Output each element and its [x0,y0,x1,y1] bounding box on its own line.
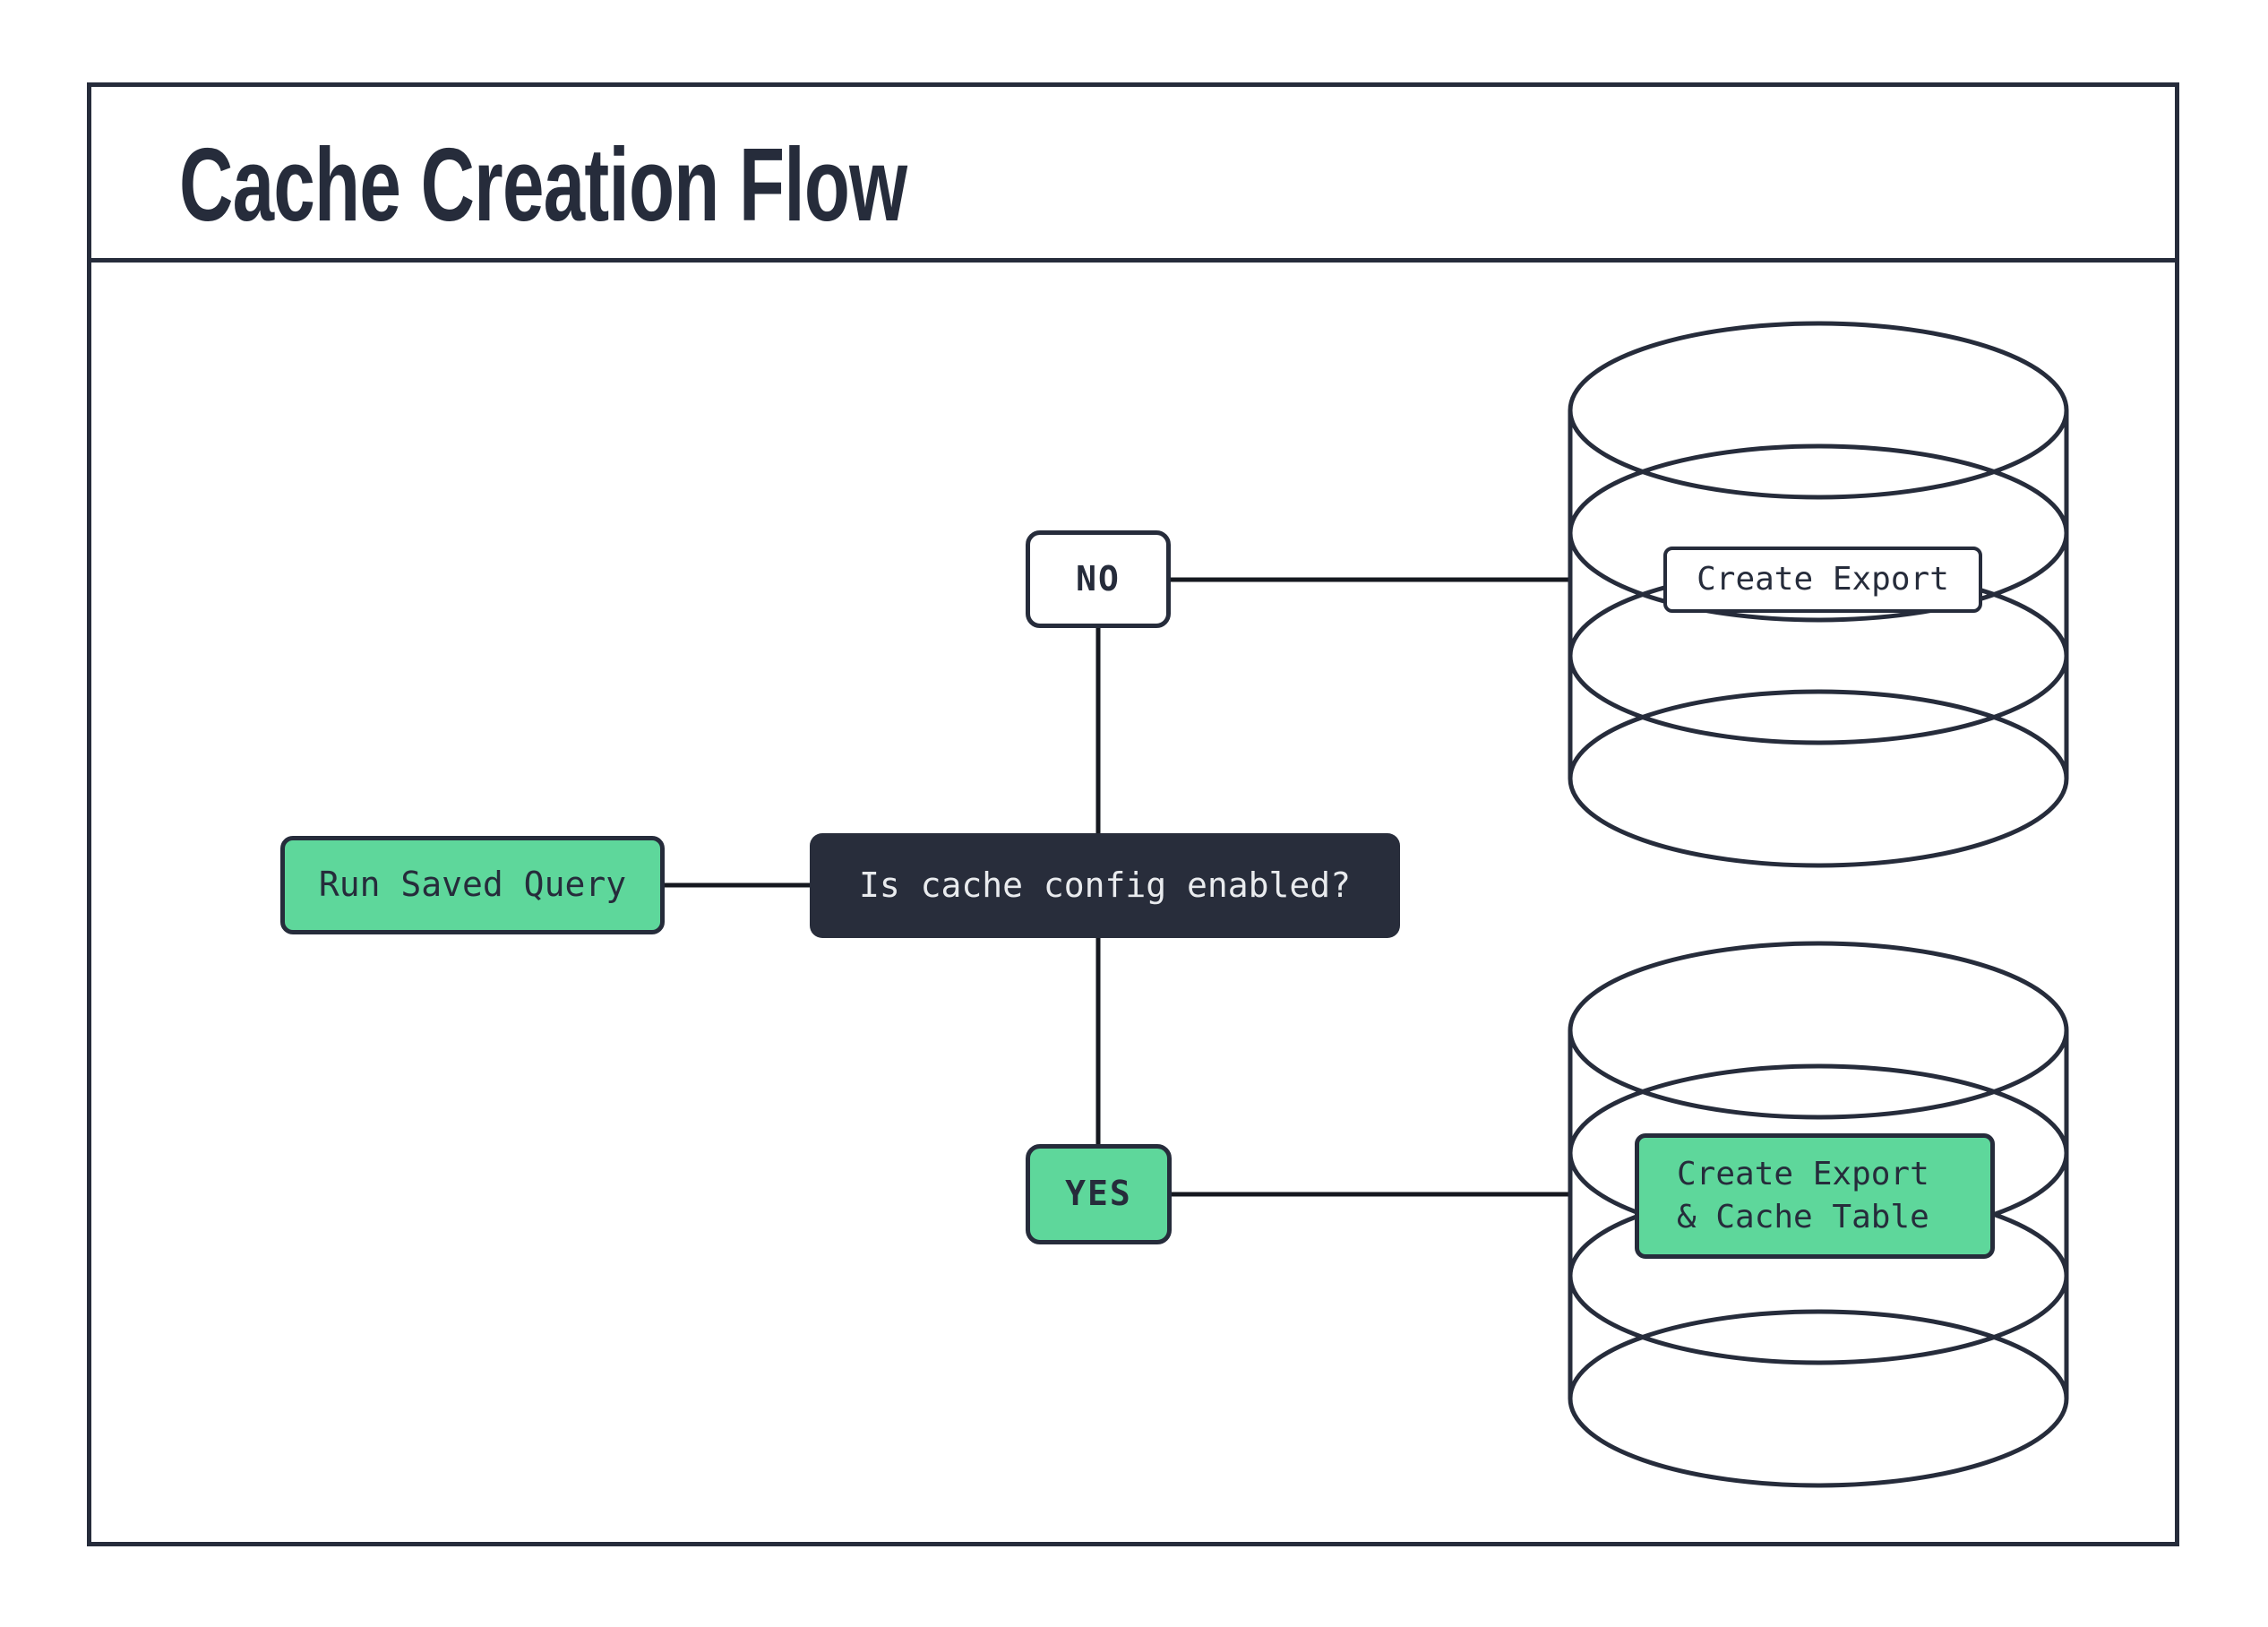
branch-no-node: NO [1026,530,1171,628]
db-label-create-export-cache-table: Create Export & Cache Table [1635,1133,1995,1259]
db-label-line-2: & Cache Table [1677,1199,1929,1235]
db-label-create-export-text: Create Export [1697,561,1949,598]
branch-yes-node: YES [1026,1144,1172,1244]
db-label-line-1: Create Export [1677,1156,1929,1192]
start-node-label: Run Saved Query [318,865,627,905]
connector-lines [665,577,1570,1197]
branch-no-label: NO [1076,558,1121,598]
branch-yes-label: YES [1065,1174,1132,1214]
db-label-create-export: Create Export [1663,547,1982,613]
diagram-header [87,82,2179,263]
decision-node-cache-config: Is cache config enabled? [810,833,1400,938]
start-node-run-saved-query: Run Saved Query [280,836,665,934]
database-cylinder-icon-export-cache [1568,941,2069,1488]
page-title: Cache Creation Flow [179,126,907,243]
database-cylinder-icon-export [1568,321,2069,868]
diagram-frame [87,82,2179,1546]
decision-node-label: Is cache config enabled? [858,865,1352,905]
